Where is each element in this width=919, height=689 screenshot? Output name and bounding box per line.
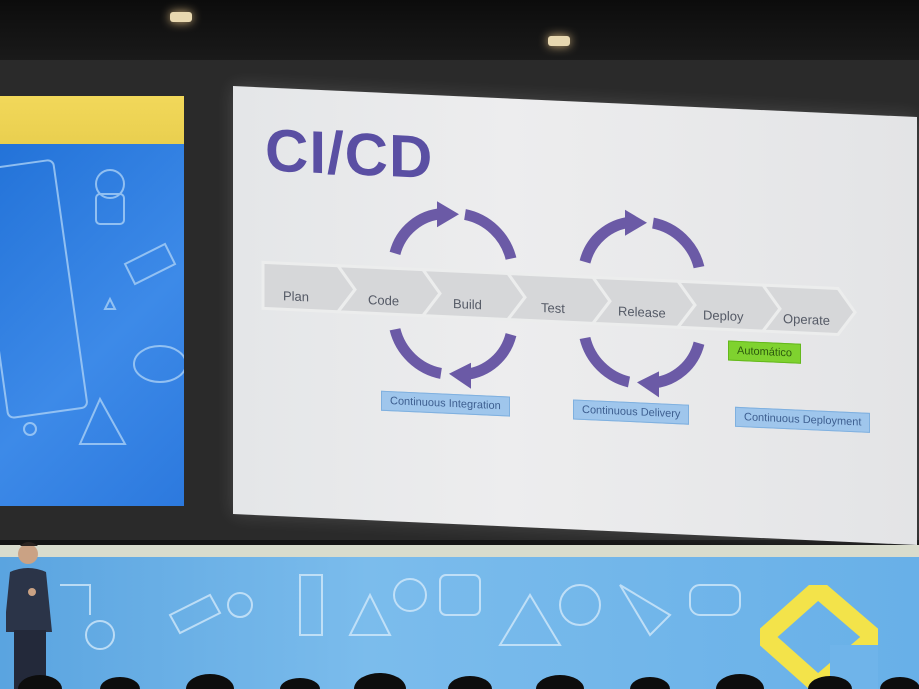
presentation-screen: CI/CD (233, 86, 917, 546)
line-art-illustration (0, 159, 184, 445)
ceiling-light (170, 12, 192, 22)
cicd-flow-diagram (261, 201, 857, 398)
stage-build: Build (453, 295, 482, 313)
stage-release: Release (618, 303, 666, 321)
cd-arrowheads (625, 209, 659, 398)
ci-cycle-arrows (389, 208, 517, 381)
speaker (6, 542, 52, 689)
left-screen-strip (0, 96, 184, 144)
stage-plan: Plan (283, 288, 310, 305)
stage-banner (0, 545, 919, 689)
ci-arrowheads (437, 201, 471, 389)
banner-top-strip (0, 545, 919, 557)
cd-cycle-arrows (579, 216, 705, 389)
ceiling-light (548, 36, 570, 46)
audience-silhouettes (18, 673, 919, 689)
stage-deploy: Deploy (703, 307, 744, 325)
tag-automatico: Automático (728, 340, 802, 364)
stage-code: Code (368, 292, 400, 309)
stage-test: Test (541, 299, 565, 317)
left-screen (0, 96, 184, 506)
stage-operate: Operate (783, 310, 830, 329)
ceiling (0, 0, 919, 70)
banner-line-art (60, 574, 741, 650)
stage-chevron-band (261, 260, 857, 337)
